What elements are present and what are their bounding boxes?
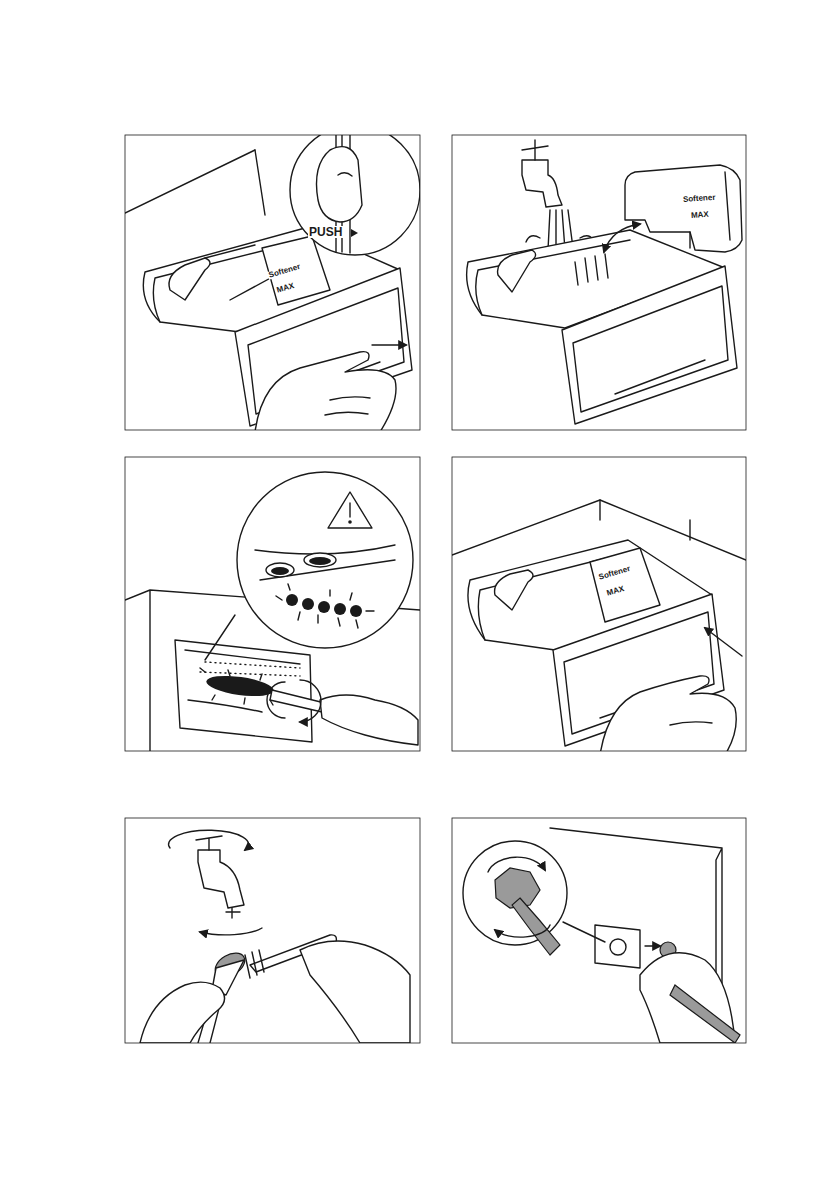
panel-brush-recess [125, 472, 420, 751]
panel-clean-inlet-filter [140, 830, 410, 1043]
push-label: PUSH [308, 226, 343, 238]
panel-clean-valve-filter [463, 828, 740, 1043]
max-mark: MAX [690, 211, 710, 220]
panel-remove-drawer [125, 135, 420, 430]
panel-rinse-drawer [467, 140, 742, 424]
panel-insert-drawer [452, 500, 746, 751]
